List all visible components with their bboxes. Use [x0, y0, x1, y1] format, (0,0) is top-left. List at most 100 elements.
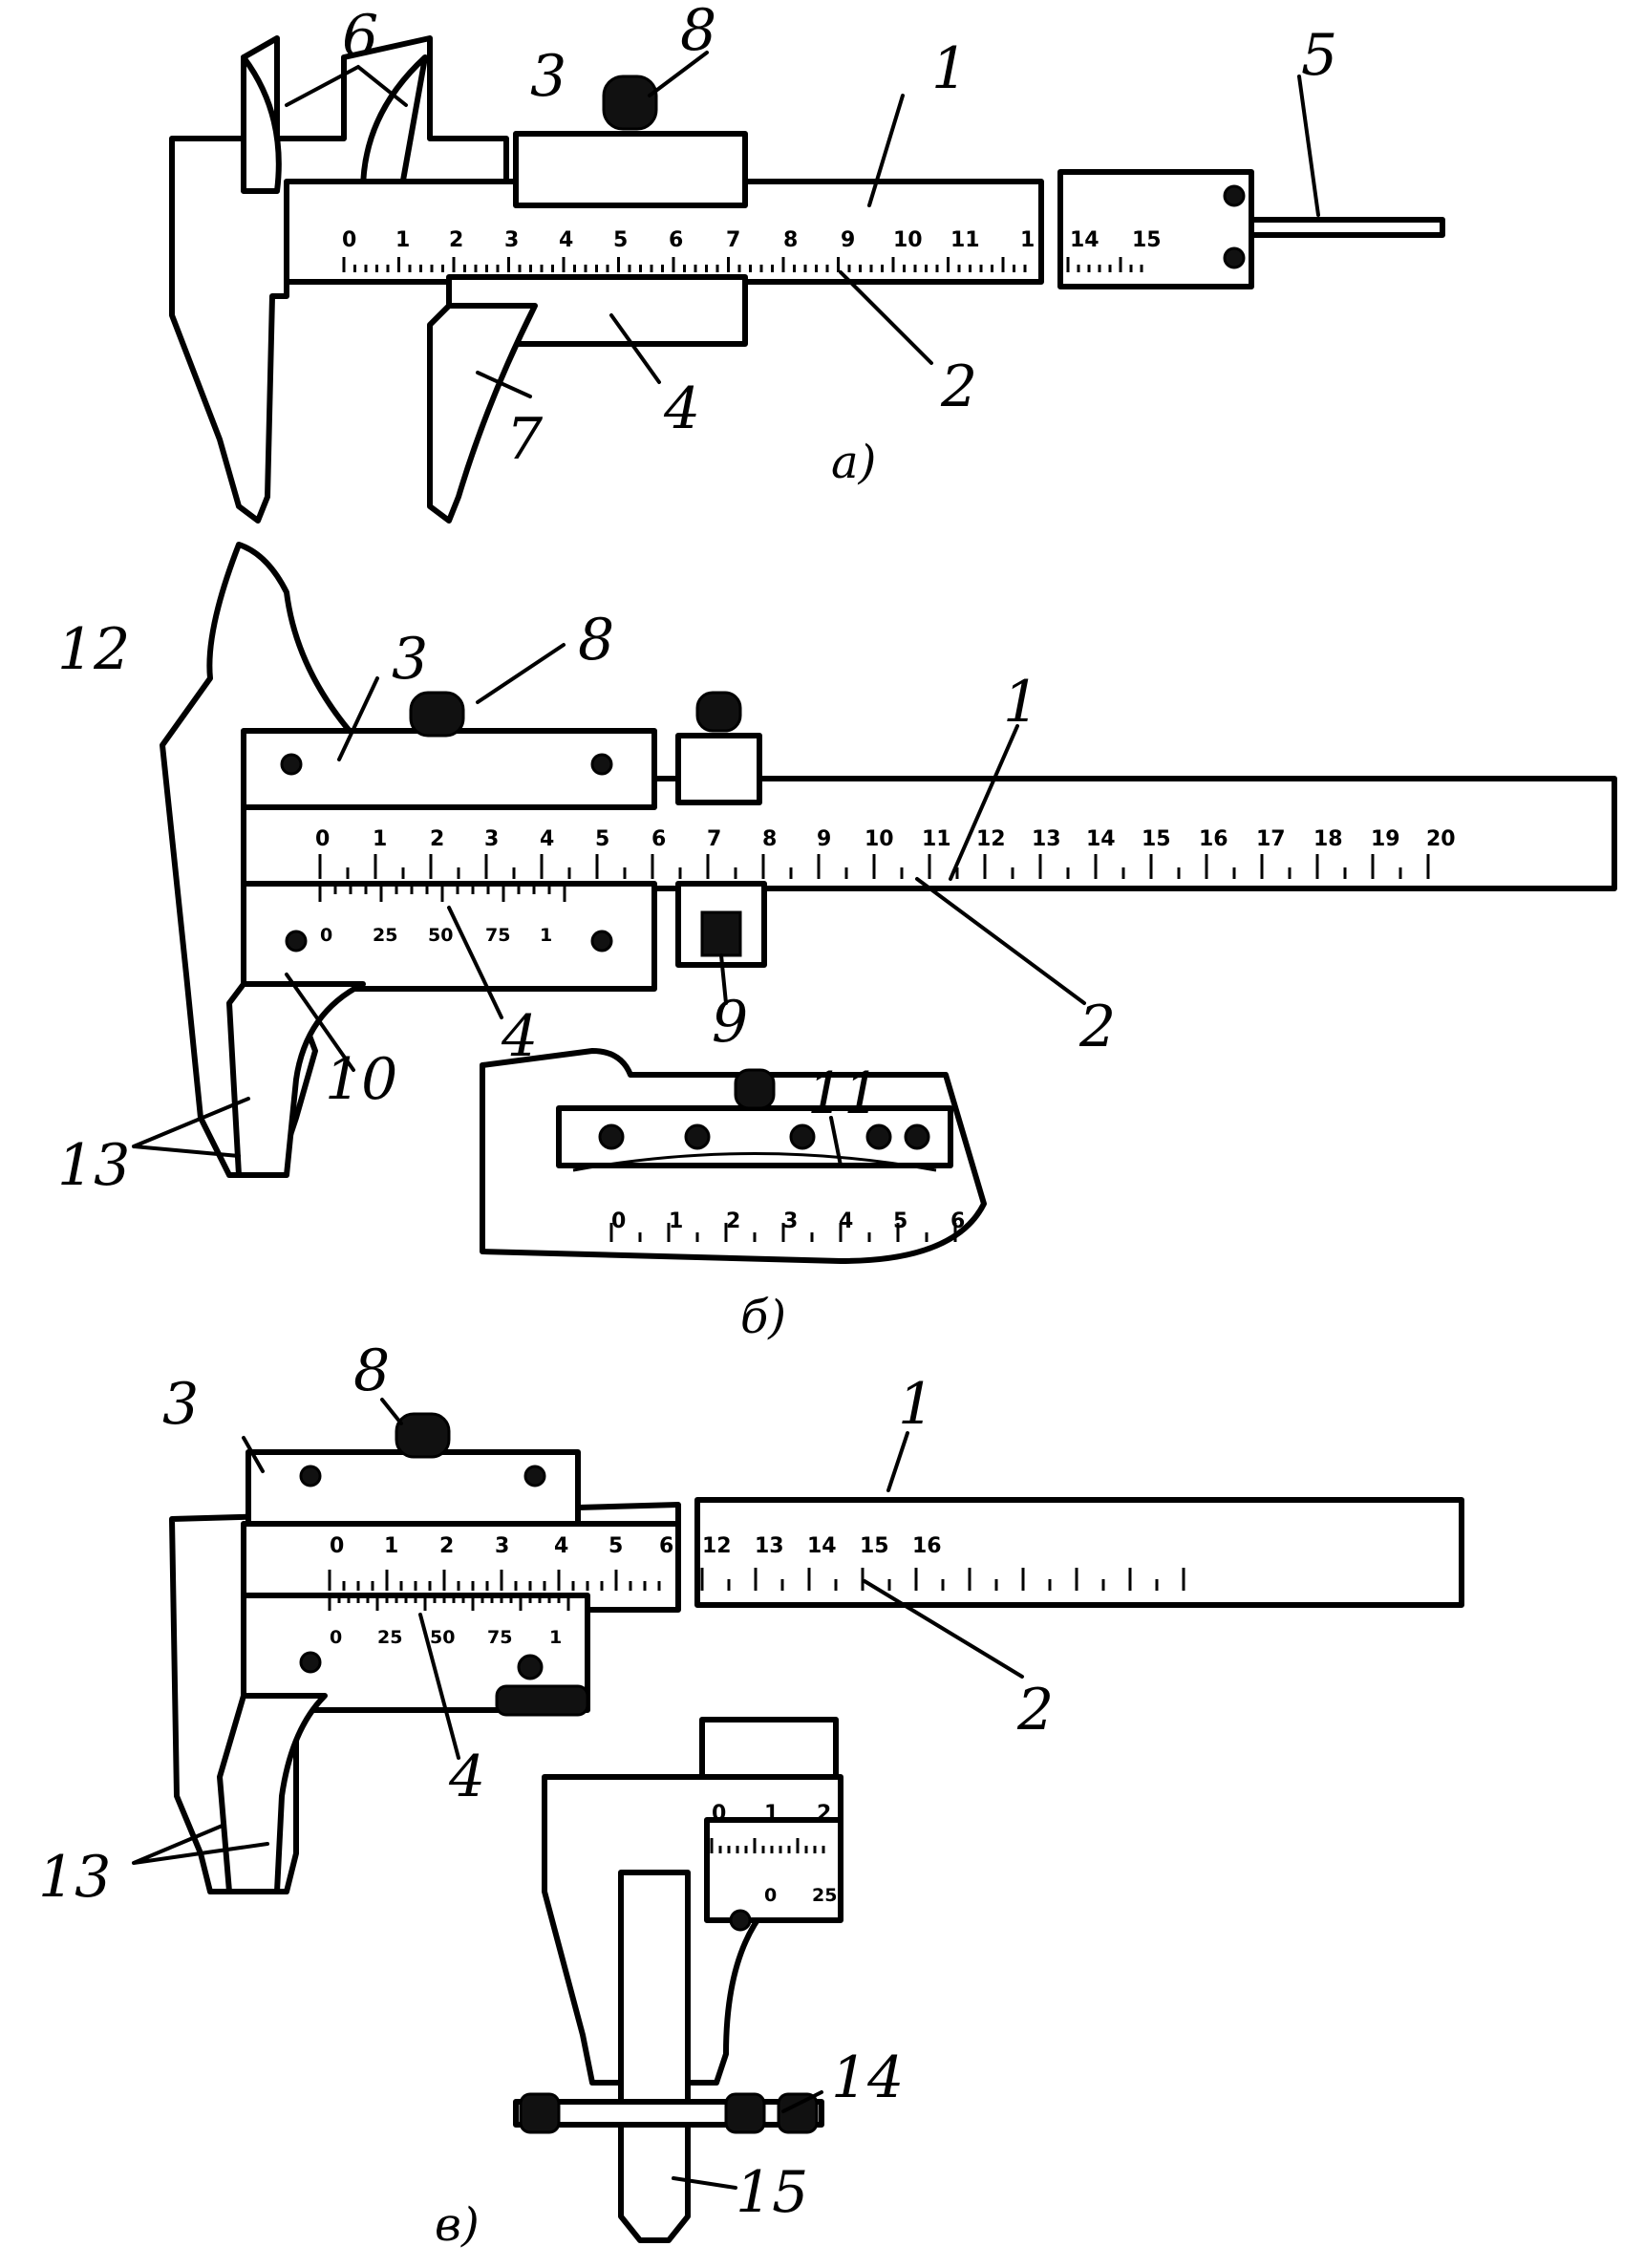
leader-line — [886, 1431, 909, 1492]
callout-8: 8 — [680, 0, 716, 64]
panel-a-scale-label: 1 — [1020, 228, 1035, 252]
leader-line — [476, 371, 532, 398]
panel-b-inset-ticks — [609, 1223, 957, 1242]
panel-b-screw — [280, 753, 303, 776]
leader-line — [476, 643, 566, 704]
panel-b-leaders — [132, 643, 1086, 1167]
panel-v-scale-label: 0 — [330, 1534, 344, 1558]
panel-a-scale-label: 2 — [449, 228, 463, 252]
panel-v-scale-labels: 0 1 2 3 4 5 6 12 13 14 15 16 — [330, 1534, 942, 1558]
callout-13: 13 — [57, 1132, 130, 1199]
panel-a-scale-label: 6 — [669, 228, 683, 252]
leader-line — [285, 65, 408, 107]
panel-b-vernier-label: 1 — [540, 925, 552, 946]
panel-v-screw — [299, 1651, 322, 1674]
panel-b-inset-labels: 0 1 2 3 4 5 6 — [611, 1209, 965, 1233]
callout-3: 3 — [392, 626, 428, 693]
panel-v-scale-label: 12 — [702, 1534, 732, 1558]
panel-b-screw — [285, 930, 308, 952]
panel-v-screw — [729, 1909, 752, 1932]
panel-b-micro-feed-knob — [700, 910, 742, 957]
panel-a-sublabel: а) — [831, 436, 876, 489]
panel-b-scale-label: 17 — [1256, 827, 1286, 851]
panel-v-scale-label: 14 — [807, 1534, 837, 1558]
panel-a-frame — [513, 131, 748, 208]
panel-b-fine-adjust-frame — [675, 733, 762, 805]
leader-line — [915, 877, 1086, 1005]
callout-4: 4 — [501, 1003, 538, 1070]
callout-13: 13 — [38, 1844, 111, 1911]
panel-v-depth-rod — [618, 1870, 691, 2243]
panel-v-vernier-label: 0 — [330, 1627, 342, 1648]
panel-b-inset-screw — [865, 1123, 892, 1150]
panel-v-depth-label: 2 — [817, 1802, 831, 1826]
leader-line — [132, 1097, 250, 1158]
panel-b-inset-label: 1 — [669, 1209, 683, 1233]
leader-line — [672, 2176, 737, 2190]
panel-v-clamp-nut — [519, 2092, 561, 2134]
panel-b-scale-label: 13 — [1032, 827, 1061, 851]
panel-b-lower-jaw — [226, 981, 366, 1178]
panel-v-scale-label: 4 — [554, 1534, 568, 1558]
panel-v-micro-feed — [495, 1684, 589, 1717]
panel-b-scale-label: 7 — [707, 827, 721, 851]
callout-1: 1 — [1003, 669, 1039, 736]
panel-b-inset-label: 6 — [950, 1209, 965, 1233]
panel-v-depth-label: 0 — [712, 1802, 726, 1826]
leader-line — [380, 1398, 403, 1425]
panel-v-leaders — [132, 1398, 1024, 2190]
panel-v: 0 1 2 3 4 5 6 12 13 14 15 16 0 25 50 75 … — [38, 1337, 1464, 2252]
callout-2: 2 — [940, 353, 977, 420]
panel-b-scale-label: 20 — [1426, 827, 1456, 851]
panel-v-depth-label: 0 — [764, 1885, 777, 1906]
panel-v-scale-label: 15 — [860, 1534, 889, 1558]
panel-a-scale-label: 9 — [841, 228, 855, 252]
panel-v-vernier-labels: 0 25 50 75 1 — [330, 1627, 562, 1648]
callout-12: 12 — [57, 616, 130, 683]
leader-line — [867, 94, 905, 207]
panel-a-scale-label: 10 — [893, 228, 923, 252]
panel-v-vernier-label: 75 — [487, 1627, 512, 1648]
callout-9: 9 — [712, 989, 748, 1056]
callout-8: 8 — [353, 1337, 390, 1404]
panel-b-vernier-label: 50 — [428, 925, 453, 946]
panel-v-scale-label: 6 — [659, 1534, 673, 1558]
panel-v-scale-label: 5 — [608, 1534, 623, 1558]
panel-v-vernier-label: 1 — [549, 1627, 562, 1648]
panel-b-scale-label: 12 — [976, 827, 1006, 851]
panel-a-depth-rod — [1249, 217, 1445, 238]
callout-3: 3 — [530, 43, 566, 110]
panel-v-clamp-nut — [777, 2092, 819, 2134]
leader-line — [839, 270, 933, 365]
panel-b-scale-label: 3 — [484, 827, 499, 851]
panel-b-clamp-screw — [409, 691, 465, 738]
panel-v-depth-vernier — [704, 1817, 843, 1923]
panel-b-scale-label: 9 — [817, 827, 831, 851]
leader-line — [949, 724, 1019, 881]
panel-b-scale-label: 15 — [1142, 827, 1171, 851]
panel-b-vernier-label: 0 — [320, 925, 332, 946]
panel-a-scale-label: 7 — [726, 228, 740, 252]
panel-b-vernier-label: 75 — [485, 925, 510, 946]
panel-b-scale-label: 14 — [1086, 827, 1116, 851]
panel-b-scale-label: 18 — [1313, 827, 1343, 851]
panel-v-screw — [523, 1465, 546, 1487]
panel-a-scale-label: 4 — [559, 228, 573, 252]
panel-v-clamp-bar — [513, 2099, 824, 2128]
panel-b-inset-label: 5 — [893, 1209, 907, 1233]
panel-v-scale-ticks — [328, 1568, 1185, 1611]
panel-b-scale-label: 6 — [651, 827, 666, 851]
panel-b-callouts: 1 2 3 4 8 9 10 11 12 13 б) — [57, 607, 1116, 1344]
leader-line — [781, 2090, 823, 2113]
panel-b-inset-screw — [904, 1123, 930, 1150]
callout-8: 8 — [578, 607, 614, 674]
panel-v-screw — [299, 1465, 322, 1487]
panel-a-scale-label: 5 — [613, 228, 628, 252]
panel-b-scale-label: 5 — [595, 827, 609, 851]
callout-4: 4 — [663, 375, 700, 442]
callout-11: 11 — [807, 1060, 880, 1127]
leader-line — [648, 51, 709, 97]
panel-a-scale-ticks — [342, 257, 1143, 272]
panel-v-sublabel: в) — [435, 2198, 480, 2252]
